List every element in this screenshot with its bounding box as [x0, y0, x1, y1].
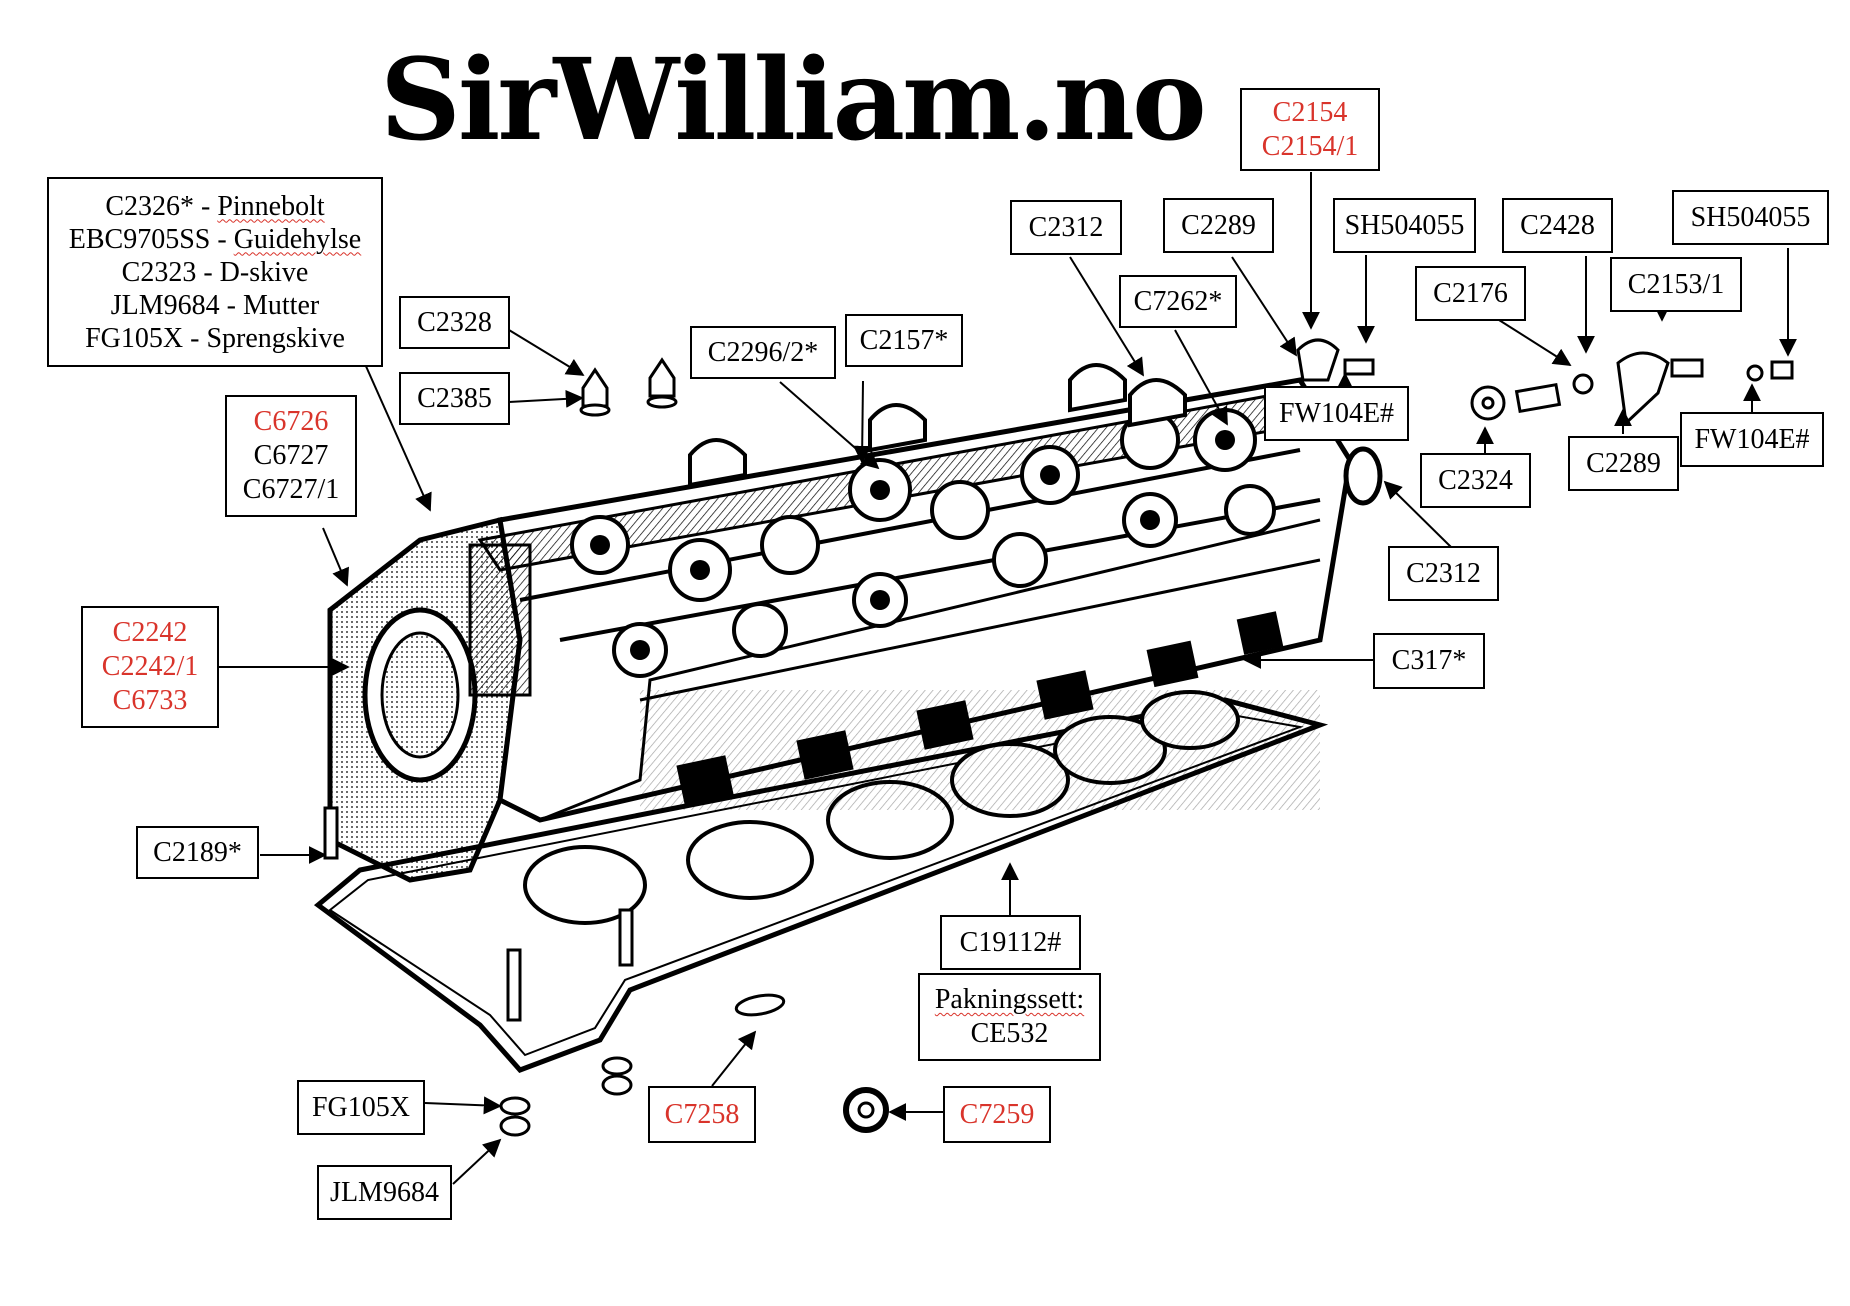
label-gasket-set: Pakningssett: CE532 [918, 973, 1101, 1061]
label-c2154-group: C2154 C2154/1 [1240, 88, 1380, 171]
label-c2153-1: C2153/1 [1610, 257, 1742, 312]
label-c2324: C2324 [1420, 453, 1531, 508]
label-c2296-2: C2296/2* [690, 326, 836, 379]
label-c2176: C2176 [1415, 266, 1526, 321]
label-c2312-right: C2312 [1388, 546, 1499, 601]
label-c2242-group: C2242 C2242/1 C6733 [81, 606, 219, 728]
label-sh504055-a: SH504055 [1333, 198, 1476, 253]
legend-line: JLM9684 - Mutter [110, 289, 320, 321]
legend-line: C2326* - Pinnebolt [105, 190, 325, 222]
label-sh504055-b: SH504055 [1672, 190, 1829, 245]
label-c2385: C2385 [399, 372, 510, 425]
label-c2289-top: C2289 [1163, 198, 1274, 253]
site-title: SirWilliam.no [380, 35, 1207, 166]
label-c2189: C2189* [136, 826, 259, 879]
legend-box: C2326* - Pinnebolt EBC9705SS - Guidehyls… [47, 177, 383, 367]
label-c19112: C19112# [940, 915, 1081, 970]
leader-lines [219, 172, 1797, 1185]
label-c2428: C2428 [1502, 198, 1613, 253]
legend-line: C2323 - D-skive [121, 256, 309, 288]
label-c7258: C7258 [648, 1086, 756, 1143]
label-c2312-top: C2312 [1010, 200, 1122, 255]
label-c2157: C2157* [845, 314, 963, 367]
label-c7259: C7259 [943, 1086, 1051, 1143]
label-c7262: C7262* [1119, 275, 1237, 328]
label-fw104e-b: FW104E# [1680, 412, 1824, 467]
loose-parts [323, 338, 1794, 1137]
label-fw104e-a: FW104E# [1264, 386, 1409, 441]
legend-line: EBC9705SS - Guidehylse [68, 223, 362, 255]
label-c2328: C2328 [399, 296, 510, 349]
label-c2289-right: C2289 [1568, 436, 1679, 491]
head-body [327, 363, 1353, 883]
legend-line: FG105X - Sprengskive [85, 322, 345, 354]
label-c317: C317* [1373, 633, 1485, 689]
label-jlm9684: JLM9684 [317, 1165, 452, 1220]
label-c6726-group: C6726 C6727 C6727/1 [225, 395, 357, 517]
label-fg105x: FG105X [297, 1080, 425, 1135]
